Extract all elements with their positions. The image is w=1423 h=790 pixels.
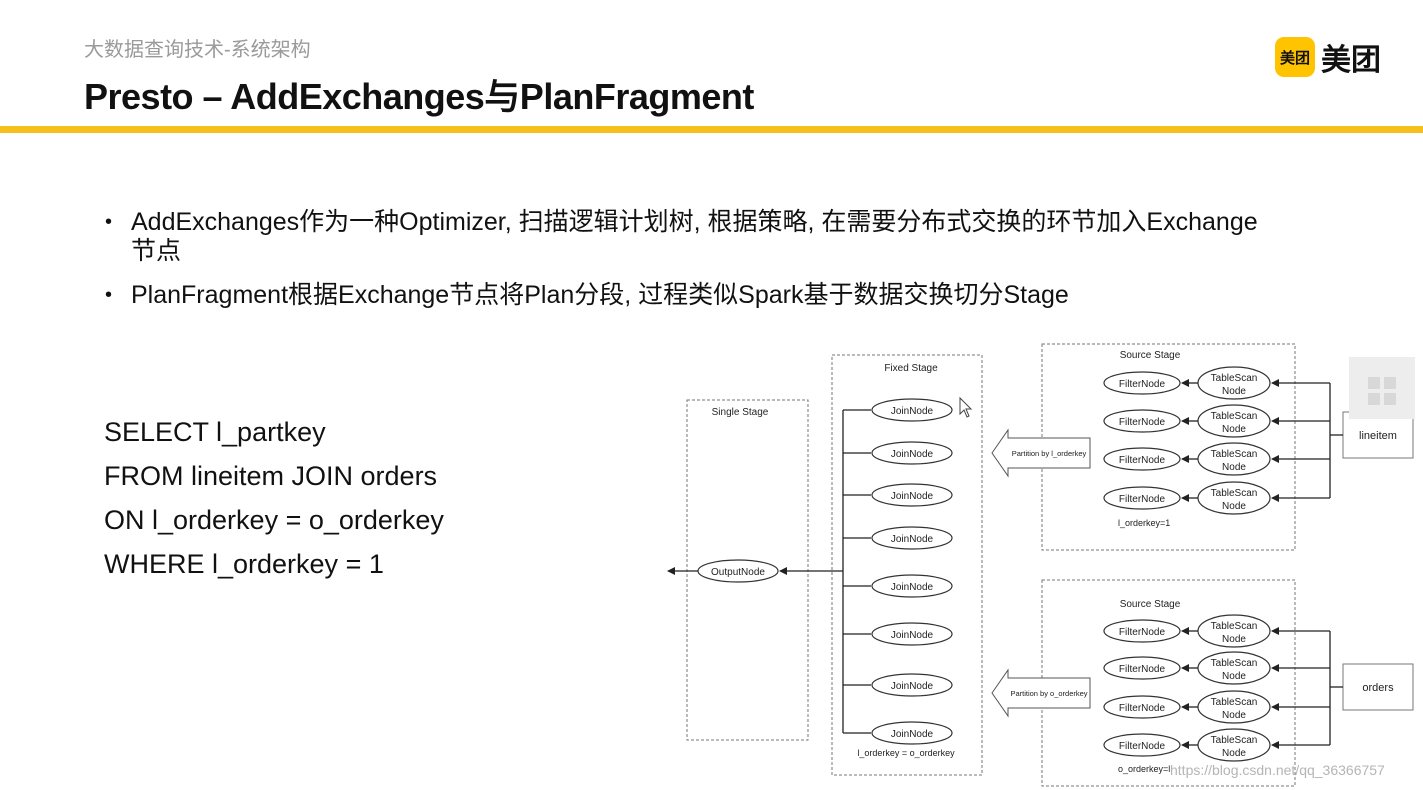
bullet-item: PlanFragment根据Exchange节点将Plan分段, 过程类似Spa… <box>105 281 1265 310</box>
orders-filter-node <box>1103 656 1181 680</box>
orders-tablescan-node-label: Node <box>1222 710 1246 721</box>
app-window-icon-cell <box>1368 377 1380 389</box>
lineitem-filter-node-label: FilterNode <box>1119 379 1166 390</box>
lineitem-tablescan-node-label: TableScan <box>1211 411 1258 422</box>
orders-tablescan-node-label: Node <box>1222 748 1246 759</box>
lineitem-filter-node <box>1103 486 1181 510</box>
lineitem-tablescan-node-label: TableScan <box>1211 449 1258 460</box>
join-node-label: JoinNode <box>891 729 934 740</box>
orders-filter-node <box>1103 733 1181 757</box>
single-stage-label: Single Stage <box>712 407 769 418</box>
orders-source-footnote: o_orderkey=l <box>1118 764 1170 774</box>
lineitem-source-stage-label: Source Stage <box>1120 350 1181 361</box>
orders-partition-arrow <box>991 668 1091 718</box>
lineitem-filter-node-label: FilterNode <box>1119 455 1166 466</box>
orders-filter-node <box>1103 619 1181 643</box>
sql-line: WHERE l_orderkey = 1 <box>104 549 384 579</box>
slide-title: Presto – AddExchanges与PlanFragment <box>84 76 754 117</box>
join-node <box>871 483 953 507</box>
lineitem-tablescan-node-label: TableScan <box>1211 373 1258 384</box>
lineitem-source-footnote: l_orderkey=1 <box>1118 518 1170 528</box>
bullet-list: AddExchanges作为一种Optimizer, 扫描逻辑计划树, 根据策略… <box>105 208 1265 325</box>
lineitem-filter-node <box>1103 447 1181 471</box>
join-node <box>871 622 953 646</box>
fixed-stage-label: Fixed Stage <box>884 363 938 374</box>
join-node-label: JoinNode <box>891 491 934 502</box>
join-node <box>871 526 953 550</box>
watermark: https://blog.csdn.net/qq_36366757 <box>1170 762 1385 778</box>
orders-filter-node-label: FilterNode <box>1119 627 1166 638</box>
app-window-icon <box>1349 357 1415 419</box>
orders-partition-label: Partition by o_orderkey <box>1010 689 1087 698</box>
join-node-label: JoinNode <box>891 406 934 417</box>
join-node-label: JoinNode <box>891 582 934 593</box>
orders-tablescan-node-label: TableScan <box>1211 697 1258 708</box>
join-node-label: JoinNode <box>891 630 934 641</box>
meituan-logo: 美团 美团 <box>1275 35 1381 79</box>
orders-filter-node-label: FilterNode <box>1119 741 1166 752</box>
app-window-icon-cell <box>1384 393 1396 405</box>
lineitem-filter-node <box>1103 371 1181 395</box>
mouse-cursor-icon <box>959 396 973 418</box>
accent-bar <box>0 126 1423 133</box>
orders-tablescan-node-label: Node <box>1222 634 1246 645</box>
lineitem-partition-arrow <box>991 428 1091 478</box>
join-node-label: JoinNode <box>891 534 934 545</box>
app-window-icon-cell <box>1368 393 1380 405</box>
orders-tablescan-node-label: TableScan <box>1211 735 1258 746</box>
logo-text: 美团 <box>1321 44 1381 77</box>
section-subtitle: 大数据查询技术-系统架构 <box>84 39 311 61</box>
join-node <box>871 673 953 697</box>
fixed-stage-footnote: l_orderkey = o_orderkey <box>857 748 955 758</box>
orders-tablescan-node-label: Node <box>1222 671 1246 682</box>
join-node <box>871 721 953 745</box>
output-node-label: OutputNode <box>711 567 765 578</box>
lineitem-filter-node-label: FilterNode <box>1119 417 1166 428</box>
orders-source-stage-label: Source Stage <box>1120 599 1181 610</box>
orders-filter-node-label: FilterNode <box>1119 664 1166 675</box>
join-node-label: JoinNode <box>891 449 934 460</box>
lineitem-tablescan-node-label: TableScan <box>1211 488 1258 499</box>
lineitem-tablescan-node-label: Node <box>1222 462 1246 473</box>
lineitem-partition-label: Partition by l_orderkey <box>1012 449 1087 458</box>
join-node <box>871 574 953 598</box>
sql-line: FROM lineitem JOIN orders <box>104 461 438 491</box>
lineitem-filter-node-label: FilterNode <box>1119 494 1166 505</box>
orders-tablescan-node-label: TableScan <box>1211 658 1258 669</box>
orders-filter-node <box>1103 695 1181 719</box>
join-node <box>871 398 953 422</box>
orders-tablescan-node-label: TableScan <box>1211 621 1258 632</box>
lineitem-tablescan-node-label: Node <box>1222 501 1246 512</box>
single-stage-box <box>686 399 809 741</box>
bullet-item: AddExchanges作为一种Optimizer, 扫描逻辑计划树, 根据策略… <box>105 208 1265 266</box>
lineitem-tablescan-node-label: Node <box>1222 424 1246 435</box>
sql-line: SELECT l_partkey <box>104 417 326 447</box>
sql-line: ON l_orderkey = o_orderkey <box>104 505 444 535</box>
join-node <box>871 441 953 465</box>
lineitem-table-label: lineitem <box>1359 430 1397 442</box>
fixed-stage-box <box>831 354 983 776</box>
join-node-label: JoinNode <box>891 681 934 692</box>
app-window-icon-cell <box>1384 377 1396 389</box>
orders-table-box <box>1342 663 1414 711</box>
lineitem-filter-node <box>1103 409 1181 433</box>
logo-badge-icon: 美团 <box>1275 37 1315 77</box>
lineitem-tablescan-node-label: Node <box>1222 386 1246 397</box>
sql-query: SELECT l_partkey FROM lineitem JOIN orde… <box>104 410 444 586</box>
orders-filter-node-label: FilterNode <box>1119 703 1166 714</box>
orders-table-label: orders <box>1362 682 1394 694</box>
